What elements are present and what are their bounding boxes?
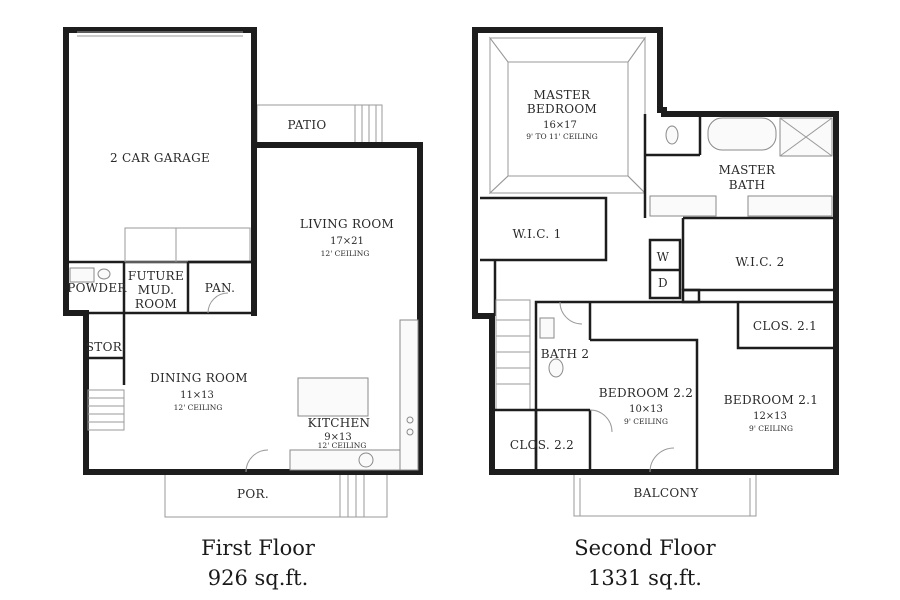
living-room-size: 17×21 (330, 236, 364, 247)
kitchen-size: 9×13 (324, 432, 351, 443)
master-bedroom-walls (472, 27, 667, 319)
first-floor-title: First Floor (201, 536, 315, 560)
bedroom-2-1-ceiling: 9' CEILING (749, 424, 793, 433)
mud-room-label-line3: ROOM (135, 297, 177, 311)
first-floor-caption: First Floor 926 sq.ft. (143, 533, 373, 593)
dining-room-label: DINING ROOM (150, 371, 248, 385)
second-floor-area: 1331 sq.ft. (588, 566, 702, 590)
kitchen-ceiling: 12' CEILING (318, 441, 367, 450)
mud-room-label-line2: MUD. (138, 283, 175, 297)
living-room-label: LIVING ROOM (300, 217, 394, 231)
wic1-label: W.I.C. 1 (512, 227, 561, 241)
master-bath-label-line2: BATH (729, 178, 766, 192)
second-floor-outer-walls (472, 111, 839, 475)
closet-2-1-label: CLOS. 2.1 (753, 319, 817, 333)
garage-label: 2 CAR GARAGE (110, 151, 210, 165)
bedroom-2-2-ceiling: 9' CEILING (624, 417, 668, 426)
powder-label: POWDER (67, 281, 127, 295)
porch-label: POR. (237, 487, 269, 501)
master-bedroom-label-line1: MASTER (534, 88, 591, 102)
closet-2-2-label: CLOS. 2.2 (510, 438, 574, 452)
bedroom-2-2-size: 10×13 (629, 404, 663, 415)
mud-room-label-line1: FUTURE (128, 269, 184, 283)
bath-2-label: BATH 2 (541, 347, 590, 361)
bedroom-2-1-label: BEDROOM 2.1 (724, 393, 818, 407)
pantry-label: PAN. (205, 281, 235, 295)
storage-label: STOR. (86, 340, 126, 354)
master-bedroom-ceiling: 9' TO 11' CEILING (526, 132, 597, 141)
dryer-label: D (658, 276, 668, 290)
patio-label: PATIO (287, 118, 326, 132)
dining-room-size: 11×13 (180, 390, 214, 401)
master-bedroom-label-line2: BEDROOM (527, 102, 597, 116)
master-bedroom-size: 16×17 (543, 120, 577, 131)
bathtub (707, 117, 777, 151)
wic2-label: W.I.C. 2 (735, 255, 784, 269)
bedroom-2-1-size: 12×13 (753, 411, 787, 422)
master-bath-label-line1: MASTER (719, 163, 776, 177)
second-floor-caption: Second Floor 1331 sq.ft. (530, 533, 760, 593)
second-floor-title: Second Floor (574, 536, 716, 560)
bedroom-2-2-label: BEDROOM 2.2 (599, 386, 693, 400)
dining-room-ceiling: 12' CEILING (174, 403, 223, 412)
balcony-label: BALCONY (634, 486, 700, 500)
first-floor-plan (63, 27, 423, 518)
porch-outline (164, 471, 388, 518)
washer-label: W (657, 250, 670, 264)
kitchen-label: KITCHEN (308, 416, 371, 430)
second-floor-plan (472, 27, 839, 517)
kitchen-island (297, 377, 369, 417)
first-floor-area: 926 sq.ft. (207, 566, 309, 590)
garage-walls (63, 27, 257, 316)
living-room-ceiling: 12' CEILING (321, 249, 370, 258)
